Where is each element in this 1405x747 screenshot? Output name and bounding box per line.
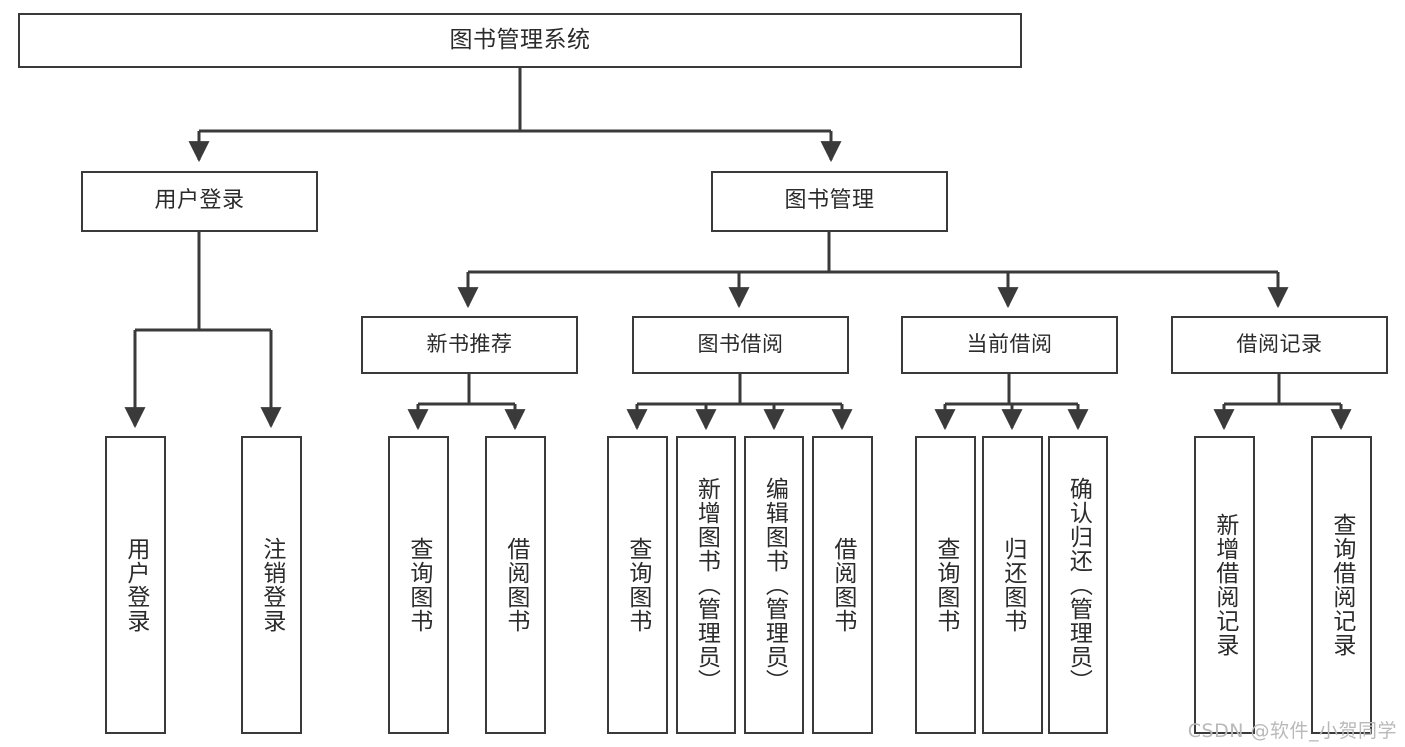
node-leaf-query-record-label: 查询借阅记录 bbox=[1328, 513, 1355, 657]
watermark: CSDN @软件_小贺同学 bbox=[1187, 720, 1397, 742]
node-current-borrow[interactable]: 当前借阅 bbox=[901, 316, 1118, 374]
node-leaf-user-login[interactable]: 用户登录 bbox=[105, 436, 166, 734]
node-leaf-query-book-2-label: 查询图书 bbox=[624, 537, 651, 633]
node-leaf-user-logout-label: 注销登录 bbox=[258, 537, 285, 633]
node-borrow-record-label: 借阅记录 bbox=[1236, 332, 1323, 357]
node-leaf-query-book-1[interactable]: 查询图书 bbox=[388, 436, 449, 734]
node-leaf-borrow-book-1-label: 借阅图书 bbox=[502, 537, 529, 633]
node-current-borrow-label: 当前借阅 bbox=[966, 332, 1053, 357]
node-new-book-recommend-label: 新书推荐 bbox=[426, 332, 513, 357]
node-leaf-confirm-return[interactable]: 确认归还（管理员） bbox=[1048, 436, 1108, 734]
node-leaf-return-book-label: 归还图书 bbox=[999, 537, 1026, 633]
node-leaf-query-book-1-label: 查询图书 bbox=[405, 537, 432, 633]
node-leaf-confirm-return-label: 确认归还（管理员） bbox=[1065, 477, 1092, 693]
node-leaf-user-login-label: 用户登录 bbox=[122, 537, 149, 633]
node-book-manage-label: 图书管理 bbox=[784, 188, 875, 214]
node-leaf-query-book-3-label: 查询图书 bbox=[932, 537, 959, 633]
node-leaf-query-book-2[interactable]: 查询图书 bbox=[607, 436, 668, 734]
node-leaf-add-book[interactable]: 新增图书（管理员） bbox=[676, 436, 736, 734]
node-leaf-borrow-book-2[interactable]: 借阅图书 bbox=[812, 436, 873, 734]
node-leaf-edit-book[interactable]: 编辑图书（管理员） bbox=[744, 436, 804, 734]
node-root[interactable]: 图书管理系统 bbox=[18, 13, 1022, 68]
node-book-borrow-label: 图书借阅 bbox=[697, 332, 784, 357]
node-leaf-add-book-label: 新增图书（管理员） bbox=[693, 477, 720, 693]
node-leaf-borrow-book-2-label: 借阅图书 bbox=[829, 537, 856, 633]
node-user-login[interactable]: 用户登录 bbox=[81, 171, 318, 232]
node-leaf-edit-book-label: 编辑图书（管理员） bbox=[761, 477, 788, 693]
node-root-label: 图书管理系统 bbox=[449, 26, 591, 53]
node-leaf-user-logout[interactable]: 注销登录 bbox=[241, 436, 302, 734]
node-book-manage[interactable]: 图书管理 bbox=[711, 171, 948, 232]
node-book-borrow[interactable]: 图书借阅 bbox=[632, 316, 849, 374]
node-user-login-label: 用户登录 bbox=[154, 188, 245, 214]
node-leaf-query-record[interactable]: 查询借阅记录 bbox=[1311, 436, 1372, 734]
node-leaf-query-book-3[interactable]: 查询图书 bbox=[915, 436, 976, 734]
node-borrow-record[interactable]: 借阅记录 bbox=[1171, 316, 1388, 374]
node-leaf-add-record[interactable]: 新增借阅记录 bbox=[1194, 436, 1255, 734]
node-leaf-borrow-book-1[interactable]: 借阅图书 bbox=[485, 436, 546, 734]
node-leaf-add-record-label: 新增借阅记录 bbox=[1211, 513, 1238, 657]
node-new-book-recommend[interactable]: 新书推荐 bbox=[361, 316, 578, 374]
node-leaf-return-book[interactable]: 归还图书 bbox=[982, 436, 1043, 734]
